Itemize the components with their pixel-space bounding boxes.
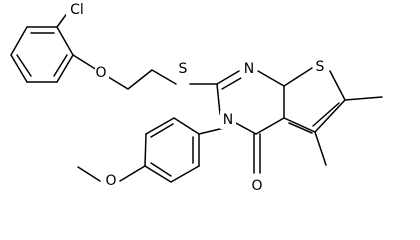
pyrimidine-nitrogen-label: N xyxy=(244,61,254,77)
bond-n-aryl xyxy=(198,127,225,135)
structure-diagram: Cl O S N S N O O xyxy=(10,1,383,194)
n-aryl-nitrogen-label: N xyxy=(223,112,233,128)
cl-label: Cl xyxy=(66,1,88,19)
methoxy-oxygen-label: O xyxy=(105,173,116,189)
bond-methyl-5 xyxy=(314,131,327,166)
molecule-drawing: Cl O S N S N O O xyxy=(10,1,383,194)
thioether-s-label: S xyxy=(176,61,190,79)
carbonyl-oxygen-label: O xyxy=(251,178,262,194)
ether-oxygen-label: O xyxy=(95,65,106,81)
bond-aryl-o xyxy=(119,165,146,182)
bond-ring-o xyxy=(72,54,98,71)
chlorophenyl-ring xyxy=(10,26,74,83)
thiophene-sulfur-label: S xyxy=(316,59,325,75)
bond-ch2-s xyxy=(151,69,177,85)
bond-methyl-6 xyxy=(344,96,383,101)
thiophene-ring xyxy=(283,67,346,134)
methoxyphenyl-ring xyxy=(144,117,200,183)
ring-n-label: N xyxy=(220,111,236,129)
bond-o-methyl xyxy=(77,166,101,182)
n-top-label: N xyxy=(241,60,257,78)
methoxy-o-label: O xyxy=(103,172,119,190)
ring-s-label: S xyxy=(314,58,328,76)
thioether-sulfur-label: S xyxy=(179,61,188,77)
carbonyl-o-label: O xyxy=(250,176,264,194)
cl-atom-label: Cl xyxy=(70,2,84,18)
ether-o-label: O xyxy=(95,64,109,82)
pyrimidinone-ring xyxy=(216,70,285,135)
bond-ch2-ch2 xyxy=(127,69,153,90)
